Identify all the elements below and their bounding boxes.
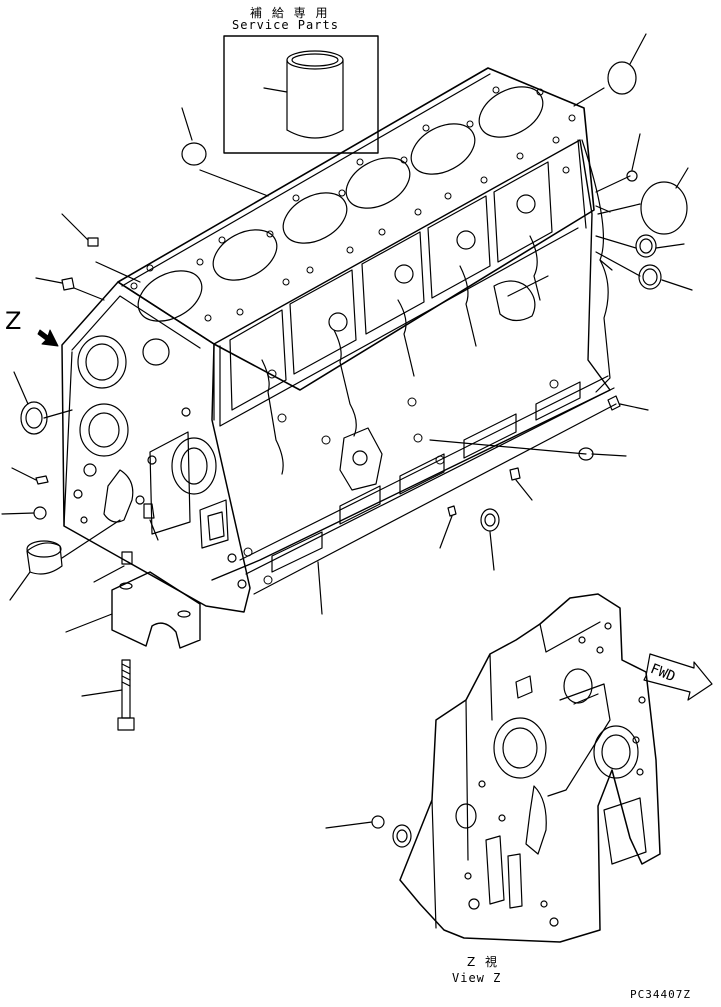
drawing-code: PC34407Z <box>630 988 691 1001</box>
service-parts-label-jp: 補 給 専 用 <box>250 6 331 20</box>
view-z-label-en: View Z <box>452 971 502 985</box>
dowel-lower-right <box>509 467 533 501</box>
view-z-seal <box>325 815 412 848</box>
top-plug-left-2 <box>35 277 75 291</box>
cylinder-liner-sleeve <box>286 50 344 139</box>
oil-jet-bolt <box>143 503 159 541</box>
expansion-plug-rear-top <box>607 33 647 95</box>
plug-side <box>578 447 627 461</box>
main-bearing-cap-bolt <box>81 659 135 731</box>
small-plug-right <box>626 133 641 182</box>
dowel-pin-a <box>11 467 49 485</box>
crankcase-windows <box>271 381 581 573</box>
block-rear-face <box>581 139 613 393</box>
block-front-face <box>61 281 251 613</box>
view-z-marker: Z <box>5 307 22 335</box>
view-z-front-view <box>399 593 661 943</box>
block-ribs <box>261 235 541 475</box>
main-bearing-cap <box>65 571 201 649</box>
top-plug-left <box>61 213 99 247</box>
service-parts-box <box>223 35 379 154</box>
seal-ring-rear-1 <box>635 234 685 258</box>
expansion-plug-rear-large <box>640 167 689 235</box>
seal-ring-rear-2 <box>638 264 693 291</box>
lower-bolt-holes <box>243 369 559 585</box>
view-z-arrow <box>37 329 59 347</box>
head-bolt-holes <box>130 86 576 322</box>
cylinder-bores <box>137 86 544 322</box>
cylinder-block <box>61 67 617 613</box>
fwd-arrow <box>643 653 713 701</box>
deck-plug-top <box>181 107 207 166</box>
service-parts-label-en: Service Parts <box>232 18 339 32</box>
plug-right-mid <box>607 395 649 411</box>
dowel-pin-b <box>1 506 47 520</box>
knock-pin-small <box>93 551 133 583</box>
seal-ring-lower <box>480 508 500 571</box>
expansion-plug-front <box>9 540 63 601</box>
front-cover-seal <box>13 371 48 435</box>
pin-lower <box>439 505 457 549</box>
view-z-label-jp: Z 視 <box>467 955 501 969</box>
side-panel-recesses <box>229 161 553 411</box>
